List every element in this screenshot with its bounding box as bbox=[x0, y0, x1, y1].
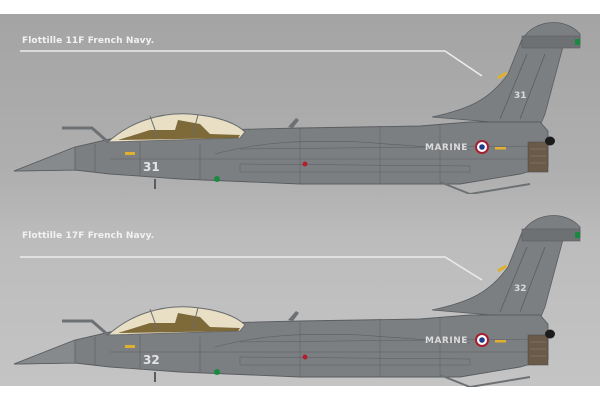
aircraft-profile-1: 31 31 MARINE bbox=[13, 22, 581, 194]
leader-line bbox=[20, 50, 483, 77]
leader-line bbox=[20, 256, 483, 281]
profile-sheet: Flottille 11F French Navy. 31 bbox=[0, 14, 600, 387]
tail-fin bbox=[431, 38, 566, 127]
nose-yellow-mark bbox=[125, 345, 135, 348]
refuel-probe bbox=[62, 319, 109, 337]
marine-text: MARINE bbox=[425, 143, 468, 153]
drag-chute bbox=[545, 329, 555, 339]
red-light bbox=[302, 161, 308, 167]
nose-cone bbox=[13, 339, 76, 365]
tail-yellow-mark bbox=[497, 71, 508, 80]
nose-number: 31 bbox=[143, 160, 160, 174]
green-light bbox=[575, 39, 580, 45]
green-nav-light bbox=[214, 369, 220, 375]
tail-fin bbox=[431, 231, 566, 320]
profile-caption-2: Flottille 17F French Navy. bbox=[22, 231, 155, 241]
green-nav-light bbox=[214, 176, 220, 182]
refuel-probe bbox=[62, 126, 109, 144]
red-light bbox=[302, 354, 308, 360]
marine-text: MARINE bbox=[425, 336, 468, 346]
tail-number: 32 bbox=[514, 284, 527, 294]
exhaust-nozzle bbox=[527, 141, 549, 173]
tail-number: 31 bbox=[514, 91, 527, 101]
exhaust-nozzle bbox=[527, 334, 549, 366]
aircraft-profile-2: 32 32 MARINE bbox=[13, 215, 581, 387]
green-light bbox=[575, 232, 580, 238]
profile-caption-1: Flottille 11F French Navy. bbox=[22, 36, 155, 46]
nose-cone bbox=[13, 146, 76, 172]
drag-chute bbox=[545, 136, 555, 146]
tail-yellow-mark bbox=[497, 264, 508, 273]
nose-number: 32 bbox=[143, 353, 160, 367]
nose-yellow-mark bbox=[125, 152, 135, 155]
